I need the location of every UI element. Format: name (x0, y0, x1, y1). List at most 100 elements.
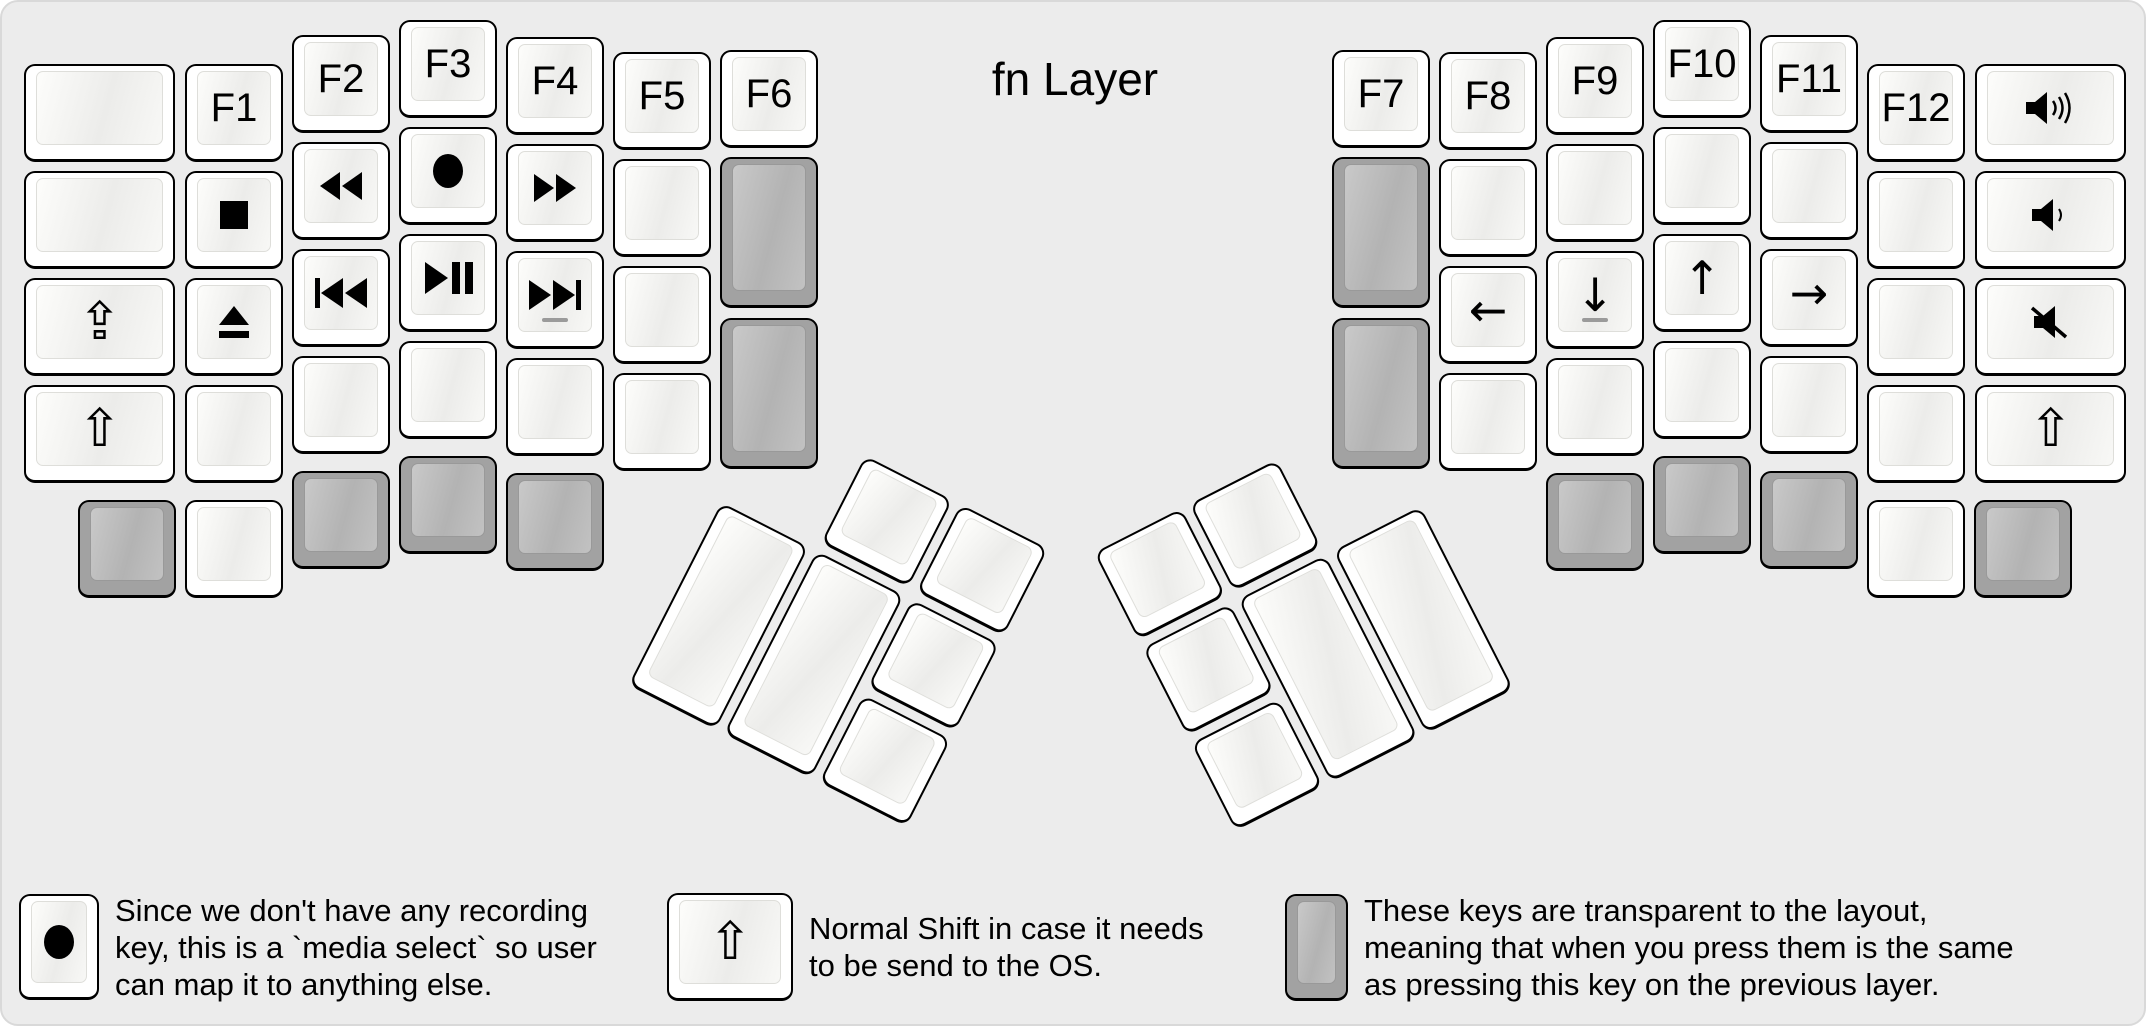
arrow-left-key[interactable]: ← (1439, 266, 1537, 364)
f2-key[interactable]: F2 (292, 35, 390, 133)
record-icon (44, 925, 74, 959)
arrow-right-key[interactable]: → (1760, 249, 1858, 347)
transparent-key[interactable] (1653, 456, 1751, 554)
transparent-key[interactable] (720, 318, 818, 469)
rewind-icon (320, 172, 362, 200)
blank-key[interactable] (1439, 159, 1537, 257)
keytop (1297, 900, 1336, 984)
legend-text-transparent: These keys are transparent to the layout… (1364, 892, 2014, 1002)
f8-key[interactable]: F8 (1439, 52, 1537, 150)
legend-item-record: Since we don't have any recording key, t… (19, 882, 597, 1012)
transparent-key[interactable] (506, 473, 604, 571)
f9-key[interactable]: F9 (1546, 37, 1644, 135)
blank-key[interactable] (1546, 144, 1644, 242)
arrow-up-icon: ↑ (1682, 251, 1722, 305)
blank-key[interactable] (292, 356, 390, 454)
keytop (1344, 164, 1418, 291)
transparent-key[interactable] (1760, 471, 1858, 569)
transparent-key[interactable] (1332, 157, 1430, 308)
f12-key[interactable]: F12 (1867, 64, 1965, 162)
volume-up-key[interactable] (1975, 64, 2126, 162)
blank-key[interactable] (613, 266, 711, 364)
key-label: F9 (1571, 59, 1619, 103)
transparent-key[interactable] (720, 157, 818, 308)
blank-key[interactable] (1760, 356, 1858, 454)
keytop (1772, 149, 1846, 223)
eject-key[interactable] (185, 278, 283, 376)
transparent-key[interactable] (399, 456, 497, 554)
f5-key[interactable]: F5 (613, 52, 711, 150)
keytop (197, 285, 271, 359)
blank-key[interactable] (1653, 341, 1751, 439)
keytop (411, 463, 485, 537)
blank-key[interactable] (613, 159, 711, 257)
keytop: F6 (732, 57, 806, 131)
f10-key[interactable]: F10 (1653, 20, 1751, 118)
record-key[interactable] (399, 127, 497, 225)
keytop (518, 258, 592, 332)
blank-key[interactable] (506, 358, 604, 456)
keytop (1156, 615, 1256, 715)
blank-key[interactable] (1867, 385, 1965, 483)
legend-item-transparent: These keys are transparent to the layout… (1285, 882, 2014, 1012)
shift-key[interactable]: ⇧ (24, 385, 175, 483)
media-stop-key[interactable] (185, 171, 283, 269)
blank-key[interactable] (1760, 142, 1858, 240)
arrow-up-key[interactable]: ↑ (1653, 234, 1751, 332)
volume-mute-key[interactable] (1975, 278, 2126, 376)
keytop (1665, 463, 1739, 537)
keytop: F2 (304, 42, 378, 116)
f11-key[interactable]: F11 (1760, 35, 1858, 133)
keytop (1665, 348, 1739, 422)
f3-key[interactable]: F3 (399, 20, 497, 118)
blank-key[interactable] (1546, 358, 1644, 456)
keytop (36, 71, 163, 145)
arrow-down-key[interactable]: ↓ (1546, 251, 1644, 349)
keytop: F12 (1879, 71, 1953, 145)
blank-key[interactable] (399, 341, 497, 439)
transparent-key[interactable] (292, 471, 390, 569)
fast-forward-key[interactable] (506, 144, 604, 242)
homing-dash (542, 318, 568, 322)
keytop (1451, 166, 1525, 240)
left-thumb-cluster (624, 407, 1056, 839)
volume-up-icon (2025, 92, 2071, 124)
blank-key[interactable] (1867, 171, 1965, 269)
keytop (197, 178, 271, 252)
shift-key[interactable]: ⇧ (1975, 385, 2126, 483)
blank-key[interactable] (1867, 500, 1965, 598)
next-track-key[interactable] (506, 251, 604, 349)
volume-mute-icon (2030, 306, 2067, 339)
blank-key[interactable] (613, 373, 711, 471)
blank-key[interactable] (24, 64, 175, 162)
key-label: F1 (210, 86, 258, 130)
blank-key[interactable] (1439, 373, 1537, 471)
keytop: F5 (625, 59, 699, 133)
rewind-key[interactable] (292, 142, 390, 240)
transparent-key[interactable] (78, 500, 176, 598)
f4-key[interactable]: F4 (506, 37, 604, 135)
transparent-key[interactable] (1974, 500, 2072, 598)
legend-text-shift: Normal Shift in case it needs to be send… (809, 911, 1204, 983)
f1-key[interactable]: F1 (185, 64, 283, 162)
key-label: F5 (638, 74, 686, 118)
volume-down-key[interactable] (1975, 171, 2126, 269)
play-pause-key[interactable] (399, 234, 497, 332)
f6-key[interactable]: F6 (720, 50, 818, 148)
blank-key[interactable] (1653, 127, 1751, 225)
arrow-right-icon: → (1789, 266, 1829, 320)
prev-track-key[interactable] (292, 249, 390, 347)
keytop (839, 467, 939, 567)
caps-lock-key[interactable]: ⇪ (24, 278, 175, 376)
keytop (1451, 380, 1525, 454)
blank-key[interactable] (24, 171, 175, 269)
f7-key[interactable]: F7 (1332, 50, 1430, 148)
legend-shift-key-sample: ⇧ (667, 893, 793, 1001)
blank-key[interactable] (185, 385, 283, 483)
blank-key[interactable] (1867, 278, 1965, 376)
transparent-key[interactable] (1546, 473, 1644, 571)
transparent-key[interactable] (1332, 318, 1430, 469)
keytop: F3 (411, 27, 485, 101)
blank-key[interactable] (185, 500, 283, 598)
